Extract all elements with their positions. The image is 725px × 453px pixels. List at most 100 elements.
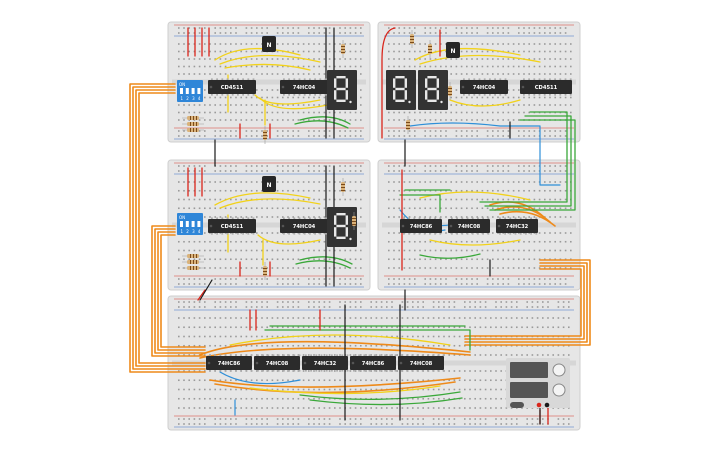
chip-notch [351,361,355,365]
transistor[interactable]: N [446,42,460,58]
ic-chip-mr-3[interactable]: 74HC32 [496,217,538,235]
seven-segment-display-top-left[interactable] [327,70,357,110]
breadboard-hole [256,283,258,285]
supply-terminal-negative[interactable] [544,402,550,408]
chip-pin [523,94,525,96]
transistor[interactable]: N [262,36,276,52]
breadboard-hole [393,258,395,261]
ic-chip-bot-4[interactable]: 74HC86 [350,354,397,372]
breadboard-hole [479,306,482,308]
resistor[interactable] [410,30,414,48]
transistor-label: N [266,182,271,189]
ic-chip-tr-2[interactable]: CD4511 [520,78,572,96]
breadboard-hole [564,267,567,269]
ic-chip-mr-1[interactable]: 74HC86 [400,217,442,235]
breadboard-hole [344,301,346,303]
seven-segment-display-top-right[interactable] [386,70,448,110]
ic-chip-tl-2[interactable]: 74HC04 [280,78,328,96]
supply-switch[interactable] [510,402,524,408]
breadboard-hole [282,370,284,372]
ic-chip-bot-5[interactable]: 74HC08 [398,354,445,372]
breadboard-hole [209,50,211,53]
ic-chip-ml-1[interactable]: CD4511 [208,217,256,235]
resistor[interactable] [182,122,204,126]
breadboard-hole [464,397,466,400]
breadboard-hole [230,306,232,308]
breadboard-hole [219,306,222,308]
power-supply-module[interactable] [506,358,570,408]
breadboard-hole [492,267,494,269]
resistor[interactable] [341,40,345,58]
chip-body [520,80,572,94]
breadboard-hole [282,58,284,60]
breadboard-hole [302,317,305,319]
breadboard-hole [536,354,539,356]
ic-chip-bot-2[interactable]: 74HC08 [254,354,301,372]
supply-knob-top[interactable] [552,363,566,377]
breadboard-hole [256,278,258,280]
breadboard-hole [230,240,232,243]
breadboard-hole [512,104,515,106]
breadboard-hole [502,111,504,114]
resistor[interactable] [263,262,267,280]
breadboard-hole [360,306,362,308]
ic-chip-ml-2[interactable]: 74HC04 [280,217,328,235]
resistor[interactable] [406,116,410,134]
dip-toggle[interactable] [185,221,189,227]
ic-chip-tr-1[interactable]: 74HC04 [460,78,508,96]
breadboard-hole [445,130,447,132]
resistor[interactable] [428,40,432,58]
breadboard-hole [414,283,416,285]
resistor[interactable] [182,266,204,270]
breadboard-hole [302,354,305,356]
breadboard-hole [261,165,263,167]
resistor[interactable] [352,212,356,230]
breadboard-hole [328,27,331,29]
dip-toggle[interactable] [191,221,195,227]
breadboard-hole [282,354,284,356]
supply-knob-bottom[interactable] [552,383,566,397]
breadboard-hole [559,96,562,99]
resistor[interactable] [341,178,345,196]
breadboard-hole [429,119,432,121]
dip-toggle[interactable] [197,221,201,227]
ic-chip-bot-1[interactable]: 74HC86 [206,354,253,372]
breadboard-hole [549,58,551,60]
breadboard-hole [570,96,572,99]
dip-toggle[interactable] [180,88,183,94]
resistor[interactable] [182,128,204,132]
supply-terminal-positive[interactable] [536,402,542,408]
seven-segment-display-mid-left[interactable] [327,207,357,247]
breadboard-hole [282,216,284,218]
breadboard-hole [204,423,206,425]
transistor[interactable]: N [262,176,276,192]
breadboard-hole [388,50,390,53]
resistor[interactable] [263,126,267,144]
dip-toggle[interactable] [197,88,201,94]
chip-pin [461,233,464,235]
breadboard-hole [230,119,232,121]
breadboard-hole [486,104,489,106]
ic-chip-tl-1[interactable]: CD4511 [208,78,256,96]
breadboard-hole [266,165,268,167]
dip-toggle[interactable] [191,88,195,94]
ic-chip-mr-2[interactable]: 74HC08 [448,217,490,235]
resistor[interactable] [448,82,452,100]
breadboard-hole [455,258,458,261]
breadboard-hole [495,306,497,308]
breadboard-hole [219,379,222,382]
ic-chip-bot-3[interactable]: 74HC32 [302,354,349,372]
dip-toggle[interactable] [185,88,189,94]
resistor[interactable] [182,260,204,264]
resistor[interactable] [182,116,204,120]
breadboard-hole [261,306,263,308]
breadboard-hole [414,65,416,68]
breadboard-hole [419,65,421,68]
chip-pin [411,370,414,372]
chip-pin [559,78,562,80]
chip-pin [319,78,322,80]
resistor[interactable] [182,254,204,258]
dip-toggle[interactable] [180,221,183,227]
